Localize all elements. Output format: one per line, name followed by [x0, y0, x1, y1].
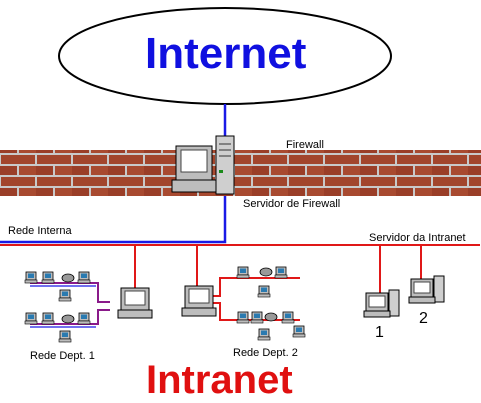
- dept2-workstation-icon: [281, 311, 295, 324]
- firewall-server-label: Servidor de Firewall: [243, 198, 341, 210]
- dept1-hub-icon: [61, 314, 75, 324]
- dept1-hub-icon: [61, 273, 75, 283]
- firewall-server-icon: [171, 135, 235, 195]
- server-1-number: 1: [375, 324, 384, 341]
- dept1-workstation-icon: [58, 330, 72, 343]
- firewall-label: Firewall: [286, 139, 324, 151]
- dept1-workstation-icon: [24, 312, 38, 325]
- dept1-label: Rede Dept. 1: [30, 350, 95, 362]
- dept2-hub-icon: [259, 267, 273, 277]
- dept2-label: Rede Dept. 2: [233, 347, 298, 359]
- dept2-workstation-icon: [236, 266, 250, 279]
- workstation-clusters: [24, 266, 306, 343]
- dept2-gateway-pc-icon: [181, 285, 217, 317]
- dept2-workstation-icon: [292, 325, 306, 338]
- dept1-workstation-icon: [41, 312, 55, 325]
- dept1-workstation-icon: [77, 312, 91, 325]
- server-2-number: 2: [419, 310, 428, 327]
- dept2-workstation-icon: [257, 285, 271, 298]
- intranet-title: Intranet: [146, 358, 293, 402]
- intranet-server-2-icon: [408, 275, 445, 304]
- dept1-workstation-icon: [24, 271, 38, 284]
- internet-title: Internet: [145, 29, 307, 78]
- dept1-workstation-icon: [77, 271, 91, 284]
- firewall-wall: [0, 150, 481, 196]
- dept2-workstation-icon: [236, 311, 250, 324]
- dept2-workstation-icon: [257, 328, 271, 341]
- dept1-workstation-icon: [58, 289, 72, 302]
- dept2-workstation-icon: [250, 311, 264, 324]
- dept1-workstation-icon: [41, 271, 55, 284]
- intranet-server-1-icon: [363, 289, 400, 318]
- dept2-hub-icon: [264, 312, 278, 322]
- dept2-workstation-icon: [274, 266, 288, 279]
- intranet-server-label: Servidor da Intranet: [369, 232, 466, 244]
- internal-network-label: Rede Interna: [8, 225, 72, 237]
- dept1-gateway-pc-icon: [117, 287, 153, 319]
